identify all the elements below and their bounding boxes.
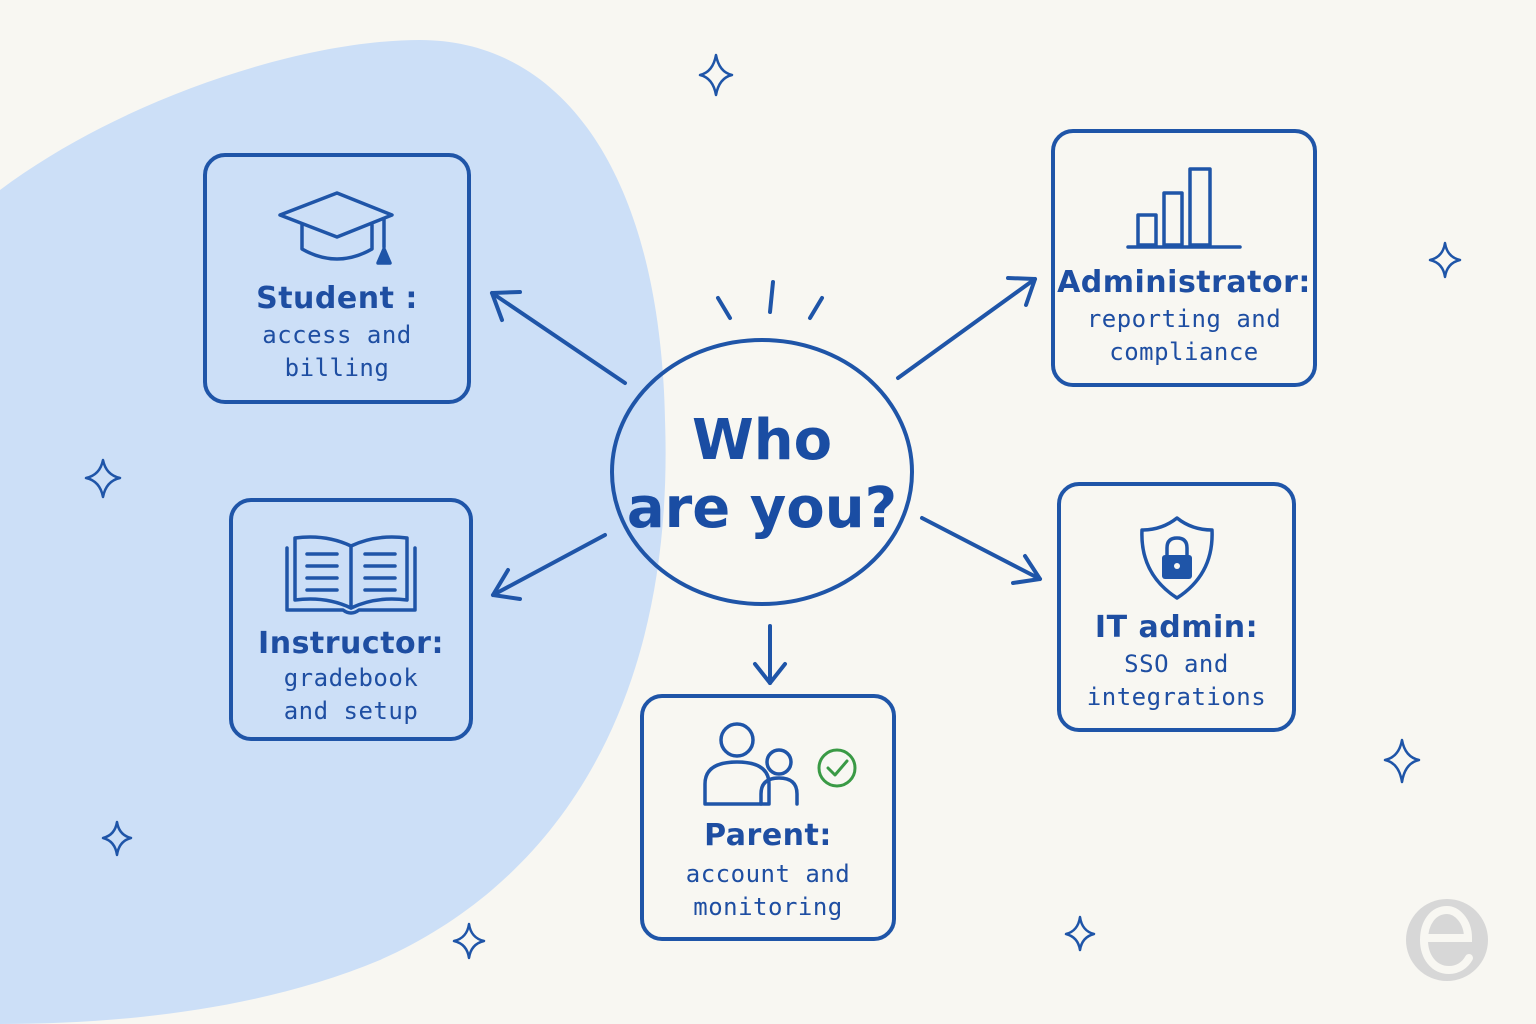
arrow-to-it-admin	[920, 516, 1042, 585]
brand-logo	[1406, 899, 1488, 981]
role-title: Parent:	[704, 818, 832, 853]
bar-chart-icon	[1126, 167, 1242, 249]
sparkle-icon	[1064, 915, 1096, 952]
sparkle-icon	[84, 458, 122, 499]
role-card-student[interactable]: Student : access and billing	[203, 153, 471, 404]
role-title: Administrator:	[1057, 265, 1311, 300]
sparkle-icon	[101, 820, 133, 857]
center-circle	[610, 338, 914, 606]
role-card-instructor[interactable]: Instructor: gradebook and setup	[229, 498, 473, 741]
center-question: Who are you?	[612, 345, 912, 605]
sparkle-icon	[1428, 241, 1462, 279]
role-card-parent[interactable]: Parent: account and monitoring	[640, 694, 896, 941]
role-title: Student :	[256, 281, 418, 316]
arrow-to-administrator	[896, 276, 1037, 380]
shield-lock-icon	[1139, 516, 1214, 600]
role-card-it-admin[interactable]: IT admin: SSO and integrations	[1057, 482, 1296, 732]
role-subtitle: access and billing	[262, 321, 412, 382]
emphasis-ray	[768, 280, 775, 314]
role-title: Instructor:	[258, 626, 444, 661]
role-subtitle: reporting and compliance	[1086, 305, 1282, 366]
open-book-icon	[285, 535, 417, 615]
role-card-administrator[interactable]: Administrator: reporting and compliance	[1051, 129, 1317, 387]
arrow-to-parent	[753, 624, 787, 685]
role-title: IT admin:	[1094, 610, 1259, 645]
role-subtitle: account and monitoring	[685, 860, 851, 921]
parent-child-icon	[703, 722, 857, 806]
role-subtitle: gradebook and setup	[283, 664, 419, 725]
graduation-cap-icon	[278, 191, 394, 265]
center-question-line1: Who	[691, 408, 833, 473]
check-circle-icon	[817, 748, 857, 788]
sparkle-icon	[452, 922, 486, 960]
arrow-to-instructor	[491, 533, 607, 601]
center-question-line2: are you?	[626, 476, 898, 541]
emphasis-ray	[808, 296, 824, 320]
arrow-to-student	[490, 290, 627, 385]
sparkle-icon	[698, 53, 734, 97]
background-blob	[0, 40, 666, 1024]
role-subtitle: SSO and integrations	[1086, 650, 1267, 711]
emphasis-ray	[716, 296, 732, 320]
sparkle-icon	[1383, 738, 1421, 784]
